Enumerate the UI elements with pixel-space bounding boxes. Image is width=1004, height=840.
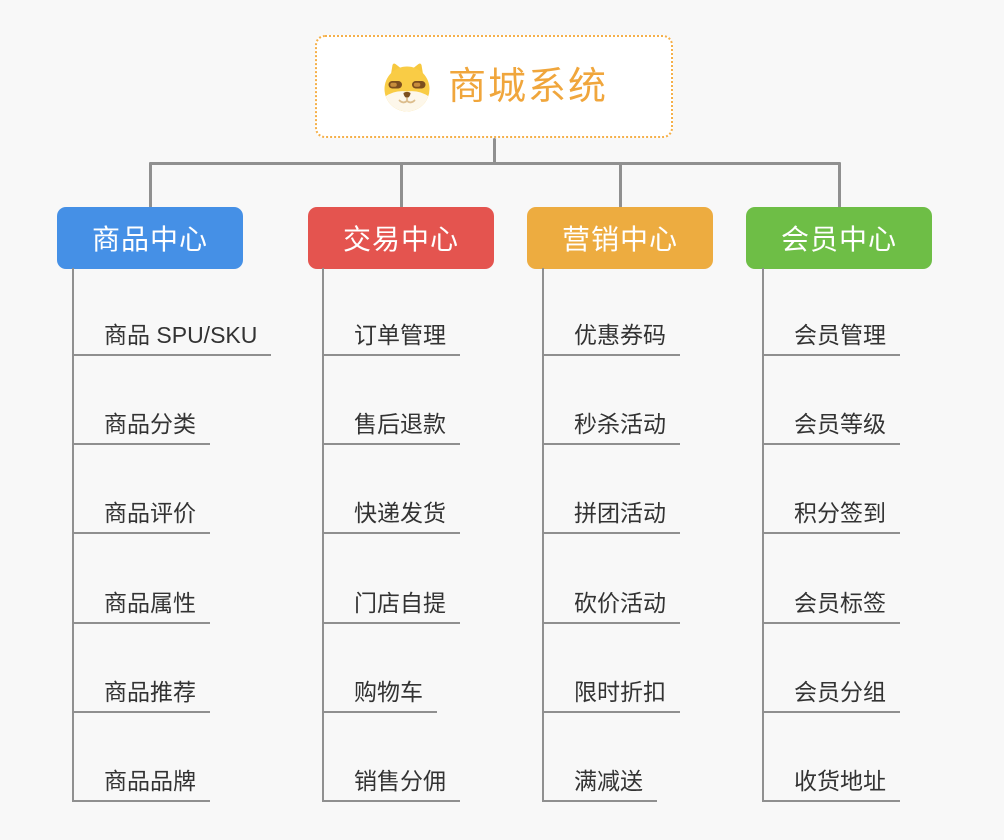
connector-root-stem: [492, 138, 496, 165]
topic-item[interactable]: 订单管理: [322, 316, 460, 356]
topic-item[interactable]: 快递发货: [322, 494, 460, 534]
connector-branch-bus: [148, 162, 841, 165]
connector-column-4: [762, 268, 764, 802]
topic-item[interactable]: 秒杀活动: [542, 405, 680, 445]
branch-label: 商品中心: [91, 224, 208, 255]
topic-item[interactable]: 销售分佣: [322, 762, 460, 802]
branch-node-member-center[interactable]: 会员中心: [746, 207, 932, 269]
connector-column-2: [322, 268, 324, 802]
topic-item[interactable]: 售后退款: [322, 405, 460, 445]
topic-item[interactable]: 会员分组: [762, 673, 900, 713]
topic-item[interactable]: 门店自提: [322, 584, 460, 624]
root-label: 商城系统: [447, 65, 608, 108]
connector-column-1: [72, 268, 74, 802]
connector-drop-2: [399, 162, 403, 208]
topic-item[interactable]: 会员等级: [762, 405, 900, 445]
topic-item[interactable]: 限时折扣: [542, 673, 680, 713]
branch-label: 交易中心: [342, 224, 459, 255]
topic-item[interactable]: 商品推荐: [72, 673, 210, 713]
branch-label: 营销中心: [561, 224, 678, 255]
topic-item[interactable]: 优惠券码: [542, 316, 680, 356]
connector-drop-3: [618, 162, 622, 208]
branch-node-product-center[interactable]: 商品中心: [57, 207, 243, 269]
topic-item[interactable]: 商品分类: [72, 405, 210, 445]
topic-item[interactable]: 商品属性: [72, 584, 210, 624]
root-node[interactable]: 商城系统: [315, 35, 673, 138]
topic-item[interactable]: 积分签到: [762, 494, 900, 534]
topic-item[interactable]: 购物车: [322, 673, 437, 713]
branch-node-trade-center[interactable]: 交易中心: [308, 207, 494, 269]
connector-drop-1: [148, 162, 152, 208]
topic-item[interactable]: 收货地址: [762, 762, 900, 802]
connector-column-3: [542, 268, 544, 802]
shiba-dog-icon: [384, 63, 430, 111]
topic-item[interactable]: 会员标签: [762, 584, 900, 624]
branch-label: 会员中心: [780, 224, 897, 255]
topic-item[interactable]: 满减送: [542, 762, 657, 802]
topic-item[interactable]: 拼团活动: [542, 494, 680, 534]
topic-item[interactable]: 商品品牌: [72, 762, 210, 802]
topic-item[interactable]: 会员管理: [762, 316, 900, 356]
topic-item[interactable]: 商品评价: [72, 494, 210, 534]
branch-node-marketing-center[interactable]: 营销中心: [527, 207, 713, 269]
connector-drop-4: [837, 162, 841, 208]
topic-item[interactable]: 砍价活动: [542, 584, 680, 624]
topic-item[interactable]: 商品 SPU/SKU: [72, 316, 272, 356]
